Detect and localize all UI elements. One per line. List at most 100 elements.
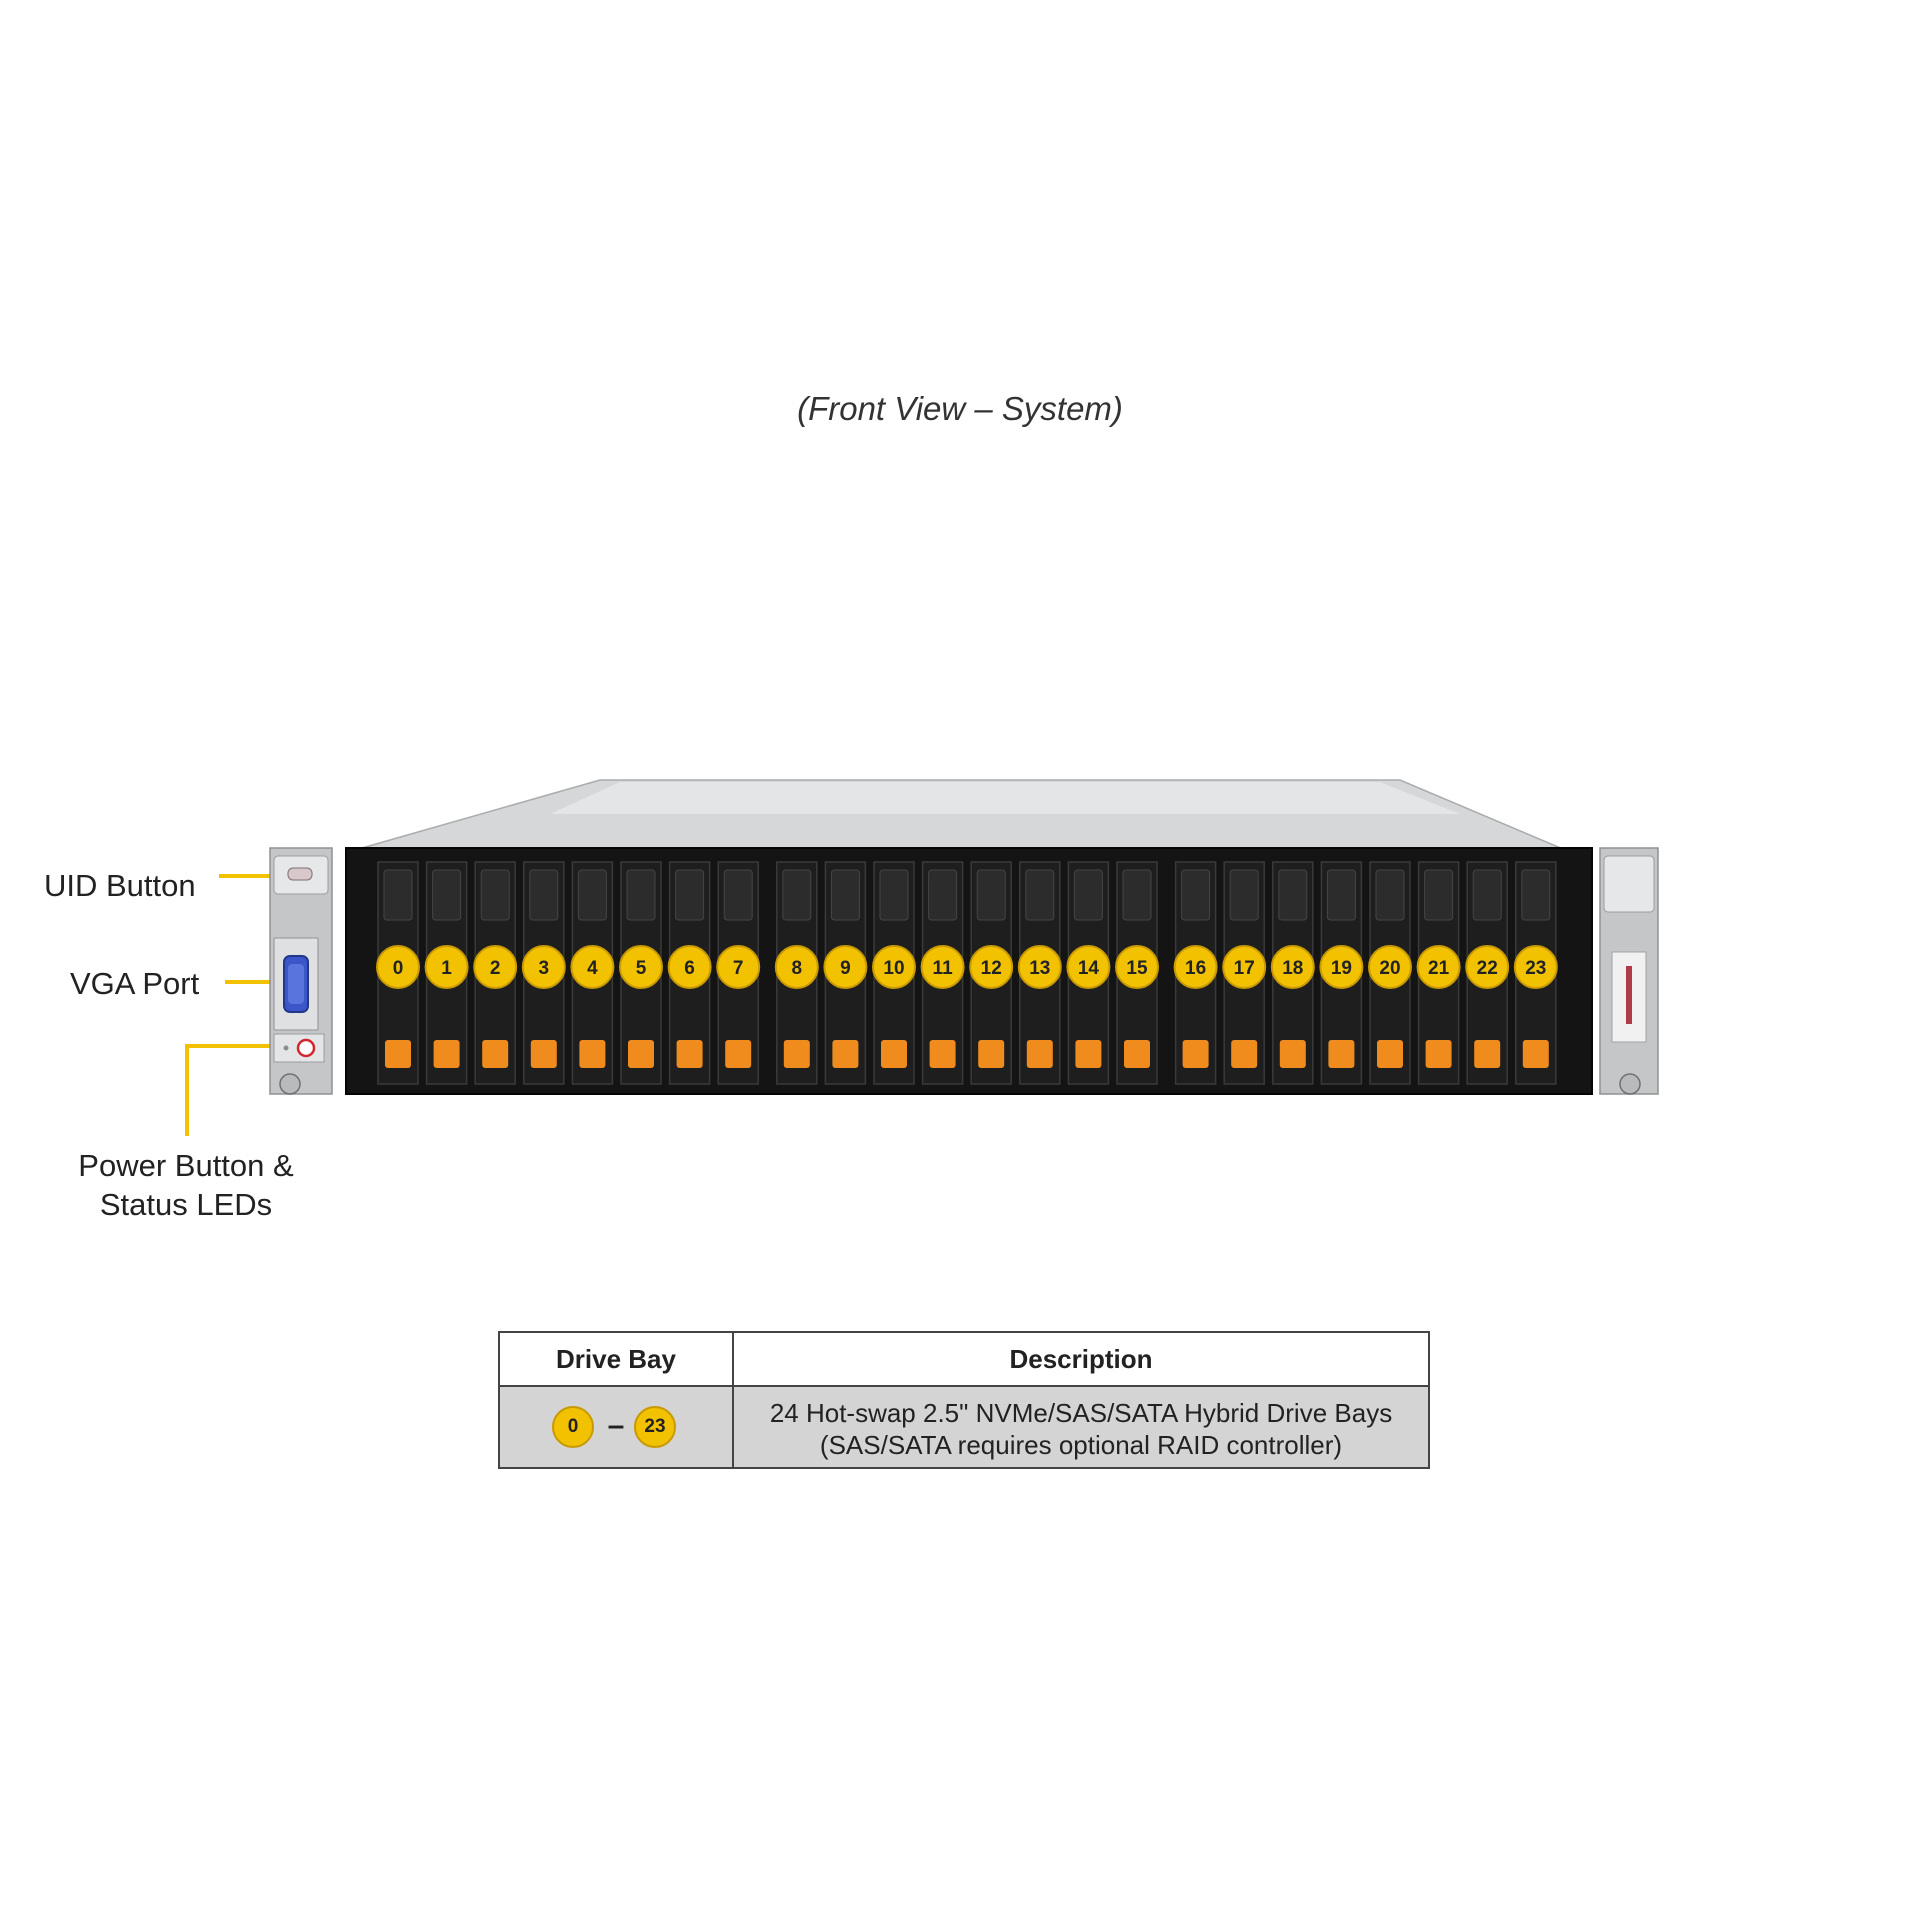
bay-number-badge <box>1513 945 1558 989</box>
drive-bay-15[interactable]: 15 <box>1115 861 1159 1085</box>
drive-bay-0[interactable]: 0 <box>376 861 420 1085</box>
bay-number-badge <box>1222 945 1267 989</box>
power-button[interactable] <box>273 1033 325 1063</box>
bay-number-badge <box>376 945 420 989</box>
drive-latch[interactable] <box>929 1040 956 1068</box>
drive-bay-10[interactable]: 10 <box>872 861 916 1085</box>
bay-number-badge <box>570 945 615 989</box>
drive-bay-18[interactable]: 18 <box>1270 861 1315 1085</box>
drive-latch[interactable] <box>1474 1040 1501 1068</box>
drive-bay-16[interactable]: 16 <box>1173 861 1218 1085</box>
drive-bay-8[interactable]: 8 <box>774 861 819 1085</box>
drive-latch[interactable] <box>832 1040 859 1068</box>
drive-bay-11[interactable]: 11 <box>920 861 965 1085</box>
drive-bay-3[interactable]: 3 <box>521 861 566 1085</box>
drive-bay-17[interactable]: 17 <box>1222 861 1267 1085</box>
drive-latch[interactable] <box>530 1040 557 1068</box>
drive-latch[interactable] <box>1231 1040 1258 1068</box>
right-thumbscrew[interactable] <box>1619 1073 1641 1095</box>
bay-number-label: 12 <box>981 958 1002 979</box>
drive-latch[interactable] <box>881 1040 907 1068</box>
drive-bay-14[interactable]: 14 <box>1066 861 1111 1085</box>
bay-number-badge <box>969 945 1014 989</box>
drive-bay-4[interactable]: 4 <box>570 861 615 1085</box>
drive-bay-13[interactable]: 13 <box>1017 861 1062 1085</box>
drive-latch[interactable] <box>676 1040 703 1068</box>
bay-number-badge <box>1368 945 1412 989</box>
drive-bay-21[interactable]: 21 <box>1416 861 1461 1085</box>
left-thumbscrew[interactable] <box>279 1073 301 1095</box>
drive-latch[interactable] <box>433 1040 460 1068</box>
drive-bay-19[interactable]: 19 <box>1319 861 1364 1085</box>
bay-number-label: 18 <box>1282 958 1303 979</box>
bay-number-badge <box>872 945 916 989</box>
drive-latch[interactable] <box>1124 1040 1150 1068</box>
drive-latch[interactable] <box>1522 1040 1549 1068</box>
bay-number-badge <box>1416 945 1461 989</box>
drive-latch[interactable] <box>385 1040 411 1068</box>
bay-number-badge <box>1270 945 1315 989</box>
figure-caption: (Front View – System) <box>797 390 1123 427</box>
bay-range-separator: – <box>607 1409 625 1442</box>
drive-bay-1[interactable]: 1 <box>424 861 469 1085</box>
bay-number-badge <box>1017 945 1062 989</box>
power-label-line2: Status LEDs <box>99 1187 273 1222</box>
bay-number-label: 9 <box>840 958 851 979</box>
bay-number-label: 11 <box>933 958 954 979</box>
bay-number-label: 19 <box>1331 958 1352 979</box>
drive-latch[interactable] <box>1279 1040 1306 1068</box>
bay-number-label: 20 <box>1379 958 1400 979</box>
drive-bay-range: 0 – 23 <box>500 1387 732 1467</box>
bay-number-badge <box>1115 945 1159 989</box>
column-divider <box>732 1333 734 1467</box>
chassis-top-lid <box>347 779 1571 853</box>
drive-latch[interactable] <box>628 1040 654 1068</box>
header-description: Description <box>1009 1344 1153 1374</box>
drive-latch[interactable] <box>1026 1040 1053 1068</box>
bay-number-label: 22 <box>1477 958 1498 979</box>
drive-bay-12[interactable]: 12 <box>969 861 1014 1085</box>
drive-bay-22[interactable]: 22 <box>1465 861 1510 1085</box>
drive-bay-7[interactable]: 7 <box>716 861 761 1085</box>
bay-number-badge <box>823 945 868 989</box>
bay-number-badge <box>716 945 761 989</box>
drive-latch[interactable] <box>1075 1040 1102 1068</box>
bay-number-badge <box>1465 945 1510 989</box>
drive-latch[interactable] <box>482 1040 509 1068</box>
drive-latch[interactable] <box>1377 1040 1403 1068</box>
drive-latch[interactable] <box>725 1040 752 1068</box>
drive-bay-6[interactable]: 6 <box>667 861 712 1085</box>
drive-bay-2[interactable]: 2 <box>473 861 518 1085</box>
uid-button[interactable] <box>287 867 313 881</box>
bay-number-badge <box>1319 945 1364 989</box>
drive-latch[interactable] <box>783 1040 810 1068</box>
right-rack-ear <box>1599 847 1659 1095</box>
drive-latch[interactable] <box>1328 1040 1355 1068</box>
drive-bay-5[interactable]: 5 <box>619 861 663 1085</box>
bay-number-label: 7 <box>733 958 744 979</box>
table-header: Drive Bay Description <box>500 1333 1428 1387</box>
vga-port-label: VGA Port <box>70 966 200 1001</box>
bay-number-label: 15 <box>1126 958 1148 979</box>
bay-number-badge <box>774 945 819 989</box>
drive-bay-20[interactable]: 20 <box>1368 861 1412 1085</box>
drive-latch[interactable] <box>1425 1040 1452 1068</box>
drive-latch[interactable] <box>579 1040 606 1068</box>
drive-bay-9[interactable]: 9 <box>823 861 868 1085</box>
bay-number-label: 5 <box>636 958 647 979</box>
bay-number-label: 14 <box>1078 958 1100 979</box>
bay-number-label: 1 <box>441 958 452 979</box>
power-leader-line-horizontal <box>185 1044 280 1048</box>
bay-number-badge <box>473 945 518 989</box>
bay-number-label: 10 <box>883 958 904 979</box>
drive-latch[interactable] <box>978 1040 1005 1068</box>
vga-port[interactable] <box>273 937 319 1031</box>
drive-latch[interactable] <box>1182 1040 1209 1068</box>
drive-bay-23[interactable]: 23 <box>1513 861 1558 1085</box>
bay-badge-start: 0 <box>552 1406 594 1448</box>
drive-bay-description: 24 Hot-swap 2.5" NVMe/SAS/SATA Hybrid Dr… <box>734 1397 1428 1461</box>
bay-number-badge <box>920 945 965 989</box>
uid-leader-line <box>219 874 295 878</box>
bay-number-label: 4 <box>587 958 598 979</box>
